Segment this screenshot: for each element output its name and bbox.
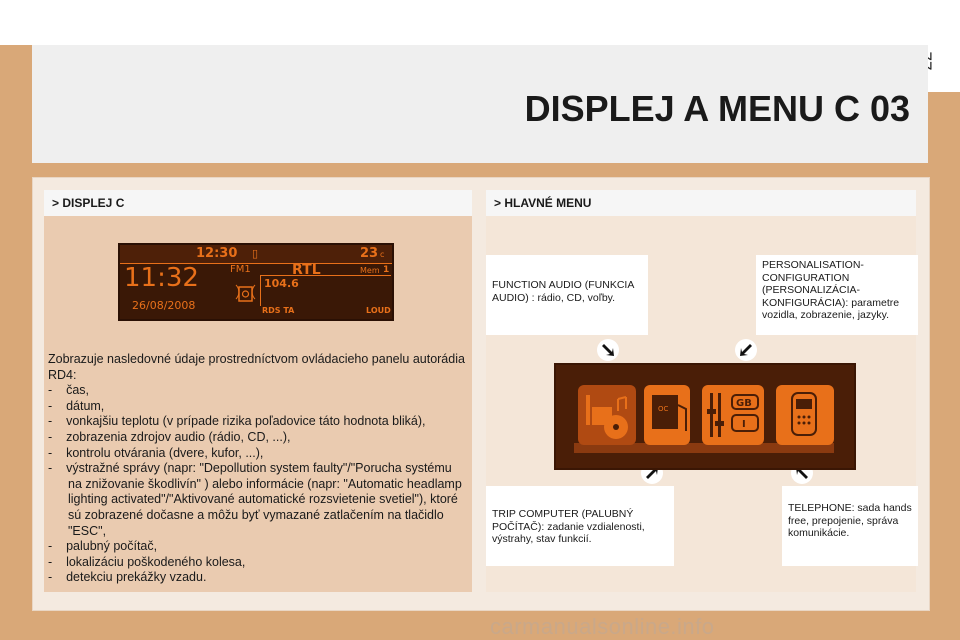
radio-display: 12:30 ▯ 23 c 11:32 26/08/2008 FM1 RTL Me…	[118, 243, 394, 321]
list-item: - zobrazenia zdrojov audio (rádio, CD, .…	[48, 429, 291, 444]
top-margin	[0, 0, 880, 45]
list-item: - dátum,	[48, 398, 105, 413]
page-title: DISPLEJ A MENU C 03	[524, 88, 910, 129]
list-item: - výstražné správy (napr: "Depollution s…	[48, 461, 462, 538]
audio-menu-icon	[578, 385, 636, 445]
list-item: - lokalizáciu poškodeného kolesa,	[48, 554, 246, 569]
radio-antenna-icon	[235, 284, 256, 302]
main-menu-display: OC GB I	[554, 363, 856, 470]
display-rds: RDS TA	[262, 306, 295, 315]
display-top-bar	[120, 245, 392, 264]
arrow-down-icon	[735, 339, 757, 361]
menu-i-label: I	[742, 419, 746, 430]
display-top-temp: 23	[360, 246, 379, 261]
menu-oc-label: OC	[658, 405, 669, 413]
trip-computer-box: TRIP COMPUTER (PALUBNÝ POČÍTAČ): zadanie…	[486, 486, 674, 566]
display-clock: 11:32	[124, 263, 199, 293]
display-description: Zobrazuje nasledovné údaje prostredníctv…	[48, 352, 468, 586]
main-menu-header: > HLAVNÉ MENU	[486, 190, 916, 216]
description-intro: Zobrazuje nasledovné údaje prostredníctv…	[48, 352, 465, 382]
list-item: - kontrolu otvárania (dvere, kufor, ...)…	[48, 445, 264, 460]
title-bar	[32, 45, 928, 163]
function-audio-box: FUNCTION AUDIO (FUNKCIA AUDIO) : rádio, …	[486, 255, 648, 335]
display-frequency: 104.6	[264, 277, 299, 290]
arrow-down-icon	[597, 339, 619, 361]
watermark: carmanualsonline.info	[490, 614, 715, 639]
telephone-menu-icon	[776, 385, 834, 445]
display-temp-unit: c	[380, 250, 385, 259]
display-loud: LOUD	[366, 306, 391, 315]
list-item: - detekciu prekážky vzadu.	[48, 570, 207, 585]
display-band: FM1	[230, 264, 251, 275]
frequency-box	[260, 275, 391, 306]
list-item: - čas,	[48, 383, 89, 398]
list-item: - vonkajšiu teplotu (v prípade rizika po…	[48, 414, 426, 429]
trip-computer-menu-icon: OC	[644, 385, 690, 445]
menu-icons: OC GB I	[574, 385, 834, 453]
display-date: 26/08/2008	[132, 299, 196, 312]
personalisation-box: PERSONALISATION-CONFIGURATION (PERSONALI…	[756, 255, 918, 335]
display-c-header: > DISPLEJ C	[44, 190, 472, 216]
display-mem-number: 1	[383, 265, 390, 275]
display-station: RTL	[292, 262, 321, 278]
configuration-menu-icon: GB I	[702, 385, 764, 445]
menu-gb-label: GB	[736, 398, 752, 409]
display-top-time: 12:30	[196, 246, 238, 261]
display-mem-label: Mem	[360, 266, 380, 275]
list-item: - palubný počítač,	[48, 539, 158, 554]
telephone-box: TELEPHONE: sada hands free, prepojenie, …	[782, 486, 918, 566]
battery-icon: ▯	[252, 247, 259, 260]
